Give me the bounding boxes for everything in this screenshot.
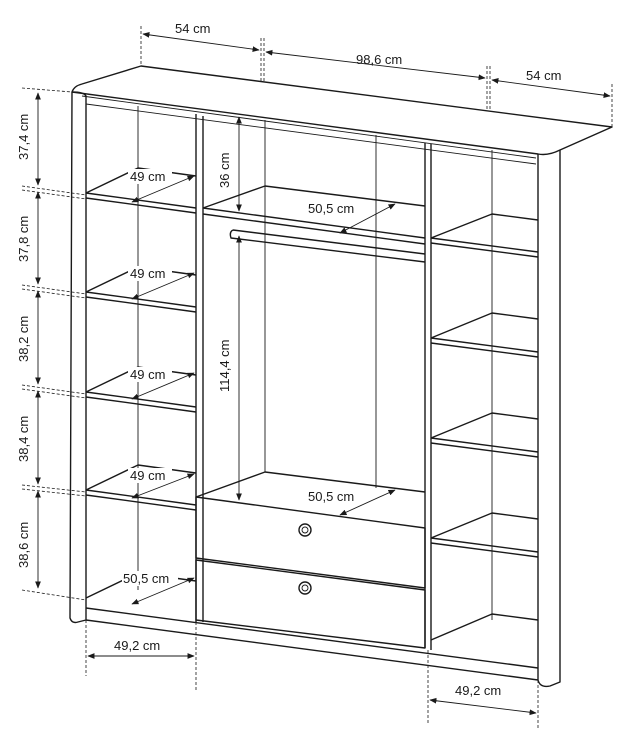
extension-lines: [21, 26, 613, 730]
dim-arrow-right-width: [491, 78, 611, 98]
right-side-panel: [537, 150, 561, 688]
height-label: 38,6 cm: [16, 522, 31, 568]
dim-arrow-center-bottom-depth: [339, 489, 396, 516]
left-side-panel: [69, 91, 87, 624]
right-divider: [424, 143, 432, 650]
height-label: 38,4 cm: [16, 416, 31, 462]
shelf-depth-label: 49 cm: [130, 169, 165, 184]
dim-label-right-depth: 49,2 cm: [455, 683, 501, 698]
left-height-dimensions: 37,4 cm 37,8 cm 38,2 cm 38,4 cm 38,6 cm: [16, 92, 41, 589]
hanging-rail: [229, 229, 426, 263]
right-shelves: [430, 213, 539, 641]
dim-arrow-left-width: [142, 32, 260, 52]
drawers: [195, 496, 426, 649]
height-label: 37,8 cm: [16, 216, 31, 262]
bottom-plinth: [85, 607, 539, 681]
center-bottom-shelf: [195, 471, 426, 498]
dim-arrow-center-shelf-depth: [339, 203, 396, 234]
drawer-bottom: [195, 559, 426, 649]
drawer-top: [195, 496, 426, 589]
dim-label-center-shelf-depth: 50,5 cm: [308, 201, 354, 216]
shelf-depth-label: 49 cm: [130, 266, 165, 281]
shelf-depth-label: 50,5 cm: [123, 571, 169, 586]
shelf-depth-label: 49 cm: [130, 367, 165, 382]
knob-icon: [298, 523, 312, 537]
dim-label-hanging-height: 114,4 cm: [217, 339, 232, 392]
shelf-depth-label: 49 cm: [130, 468, 165, 483]
dim-label-left-width: 54 cm: [175, 21, 210, 36]
dim-label-left-depth: 49,2 cm: [114, 638, 160, 653]
dim-label-center-width: 98,6 cm: [356, 52, 402, 67]
left-shelf-depth-dimensions: 49 cm 49 cm 49 cm 49 cm 50,5 cm: [122, 169, 195, 605]
knob-icon: [298, 581, 312, 595]
dim-label-right-width: 54 cm: [526, 68, 561, 83]
dim-arrow-right-depth: [429, 697, 537, 716]
dim-label-top-compartment: 36 cm: [217, 153, 232, 188]
height-label: 37,4 cm: [16, 114, 31, 160]
dim-label-center-bottom-depth: 50,5 cm: [308, 489, 354, 504]
left-shelves: [85, 167, 197, 599]
left-divider: [195, 114, 204, 622]
dim-arrow-center-width: [265, 49, 486, 81]
height-label: 38,2 cm: [16, 316, 31, 362]
